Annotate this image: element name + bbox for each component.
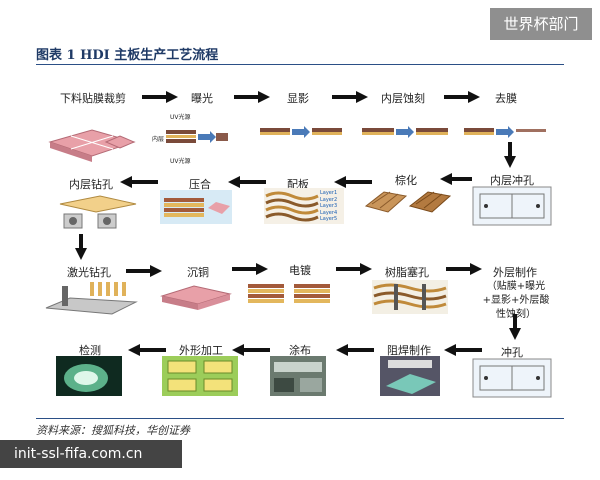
arrow-solder-to-coat — [336, 344, 374, 356]
step-label-develop: 显影 — [287, 92, 309, 105]
press-image — [160, 190, 232, 224]
coat-image — [270, 356, 326, 396]
inspect-image — [56, 356, 122, 396]
arrow-etch-to-strip — [444, 91, 480, 103]
arrow-develop-to-etch — [332, 91, 368, 103]
inner-etch-image — [362, 126, 448, 138]
site-banner: init-ssl-fifa.com.cn — [0, 440, 182, 468]
strip-image — [464, 126, 546, 138]
expose-image: UV光源 内层 UV光源 — [150, 112, 230, 165]
step-label-solder-mask: 阻焊制作 — [387, 344, 431, 357]
step-label-plating: 电镀 — [289, 264, 311, 277]
inner-drill-image — [59, 195, 137, 229]
arrow-strip-to-punch — [504, 142, 516, 168]
arrow-plating-to-resin — [336, 263, 372, 275]
step-label-coat: 涂布 — [289, 344, 311, 357]
arrow-punch-to-brown — [440, 173, 472, 185]
arrow-punch-to-solder — [444, 344, 482, 356]
step-label-outer: 外层制作 — [493, 266, 537, 279]
arrow-copper-to-plating — [232, 263, 268, 275]
figure-title: 图表 1 HDI 主板生产工艺流程 — [36, 48, 219, 63]
step-label-punch: 冲孔 — [501, 346, 523, 359]
step-label-cut: 下料贴膜裁剪 — [60, 92, 126, 105]
panel-small-image — [104, 135, 136, 149]
layup-image: Layer1 Layer2 Layer3 Layer4 Layer5 — [264, 188, 344, 224]
step-label-profile: 外形加工 — [179, 344, 223, 357]
step-label-resin-plug: 树脂塞孔 — [385, 266, 429, 279]
arrow-layup-to-press — [228, 176, 266, 188]
step-label-expose: 曝光 — [191, 92, 213, 105]
step-label-strip: 去膜 — [495, 92, 517, 105]
arrow-coat-to-profile — [232, 344, 270, 356]
step-label-press: 压合 — [189, 178, 211, 191]
bottom-rule — [36, 418, 564, 419]
source-note: 资料来源：搜狐科技，华创证券 — [36, 424, 190, 437]
step-label-layup: 配板 — [287, 178, 309, 191]
step-label-laser-drill: 激光钻孔 — [67, 266, 111, 279]
arrow-laser-to-copper — [126, 265, 162, 277]
inner-punch-image — [472, 186, 552, 226]
arrow-profile-to-inspect — [128, 344, 166, 356]
brown-image — [364, 191, 452, 213]
step-label-inner-etch: 内层蚀刻 — [381, 92, 425, 105]
profile-image — [162, 356, 238, 396]
copper-dep-image — [160, 285, 232, 310]
laser-drill-image — [45, 282, 138, 315]
arrow-press-to-drill — [120, 176, 158, 188]
develop-image — [260, 126, 342, 138]
arrow-drill-to-laser — [75, 234, 87, 260]
plating-image — [248, 284, 330, 303]
punch-image — [472, 358, 552, 398]
step-label-inner-drill: 内层钻孔 — [69, 178, 113, 191]
solder-mask-image — [380, 356, 440, 396]
arrow-outer-to-punch — [509, 314, 521, 340]
resin-plug-image — [372, 280, 448, 314]
arrow-brown-to-layup — [334, 176, 372, 188]
step-label-inspect: 检测 — [79, 344, 101, 357]
arrow-resin-to-outer — [446, 263, 482, 275]
arrow-expose-to-develop — [234, 91, 270, 103]
step-label-copper-dep: 沉铜 — [187, 266, 209, 279]
arrow-cut-to-expose — [142, 91, 178, 103]
top-rule — [36, 64, 564, 65]
watermark-badge: 世界杯部门 — [490, 8, 592, 40]
step-label-inner-punch: 内层冲孔 — [490, 174, 534, 187]
step-label-brown: 棕化 — [395, 174, 417, 187]
